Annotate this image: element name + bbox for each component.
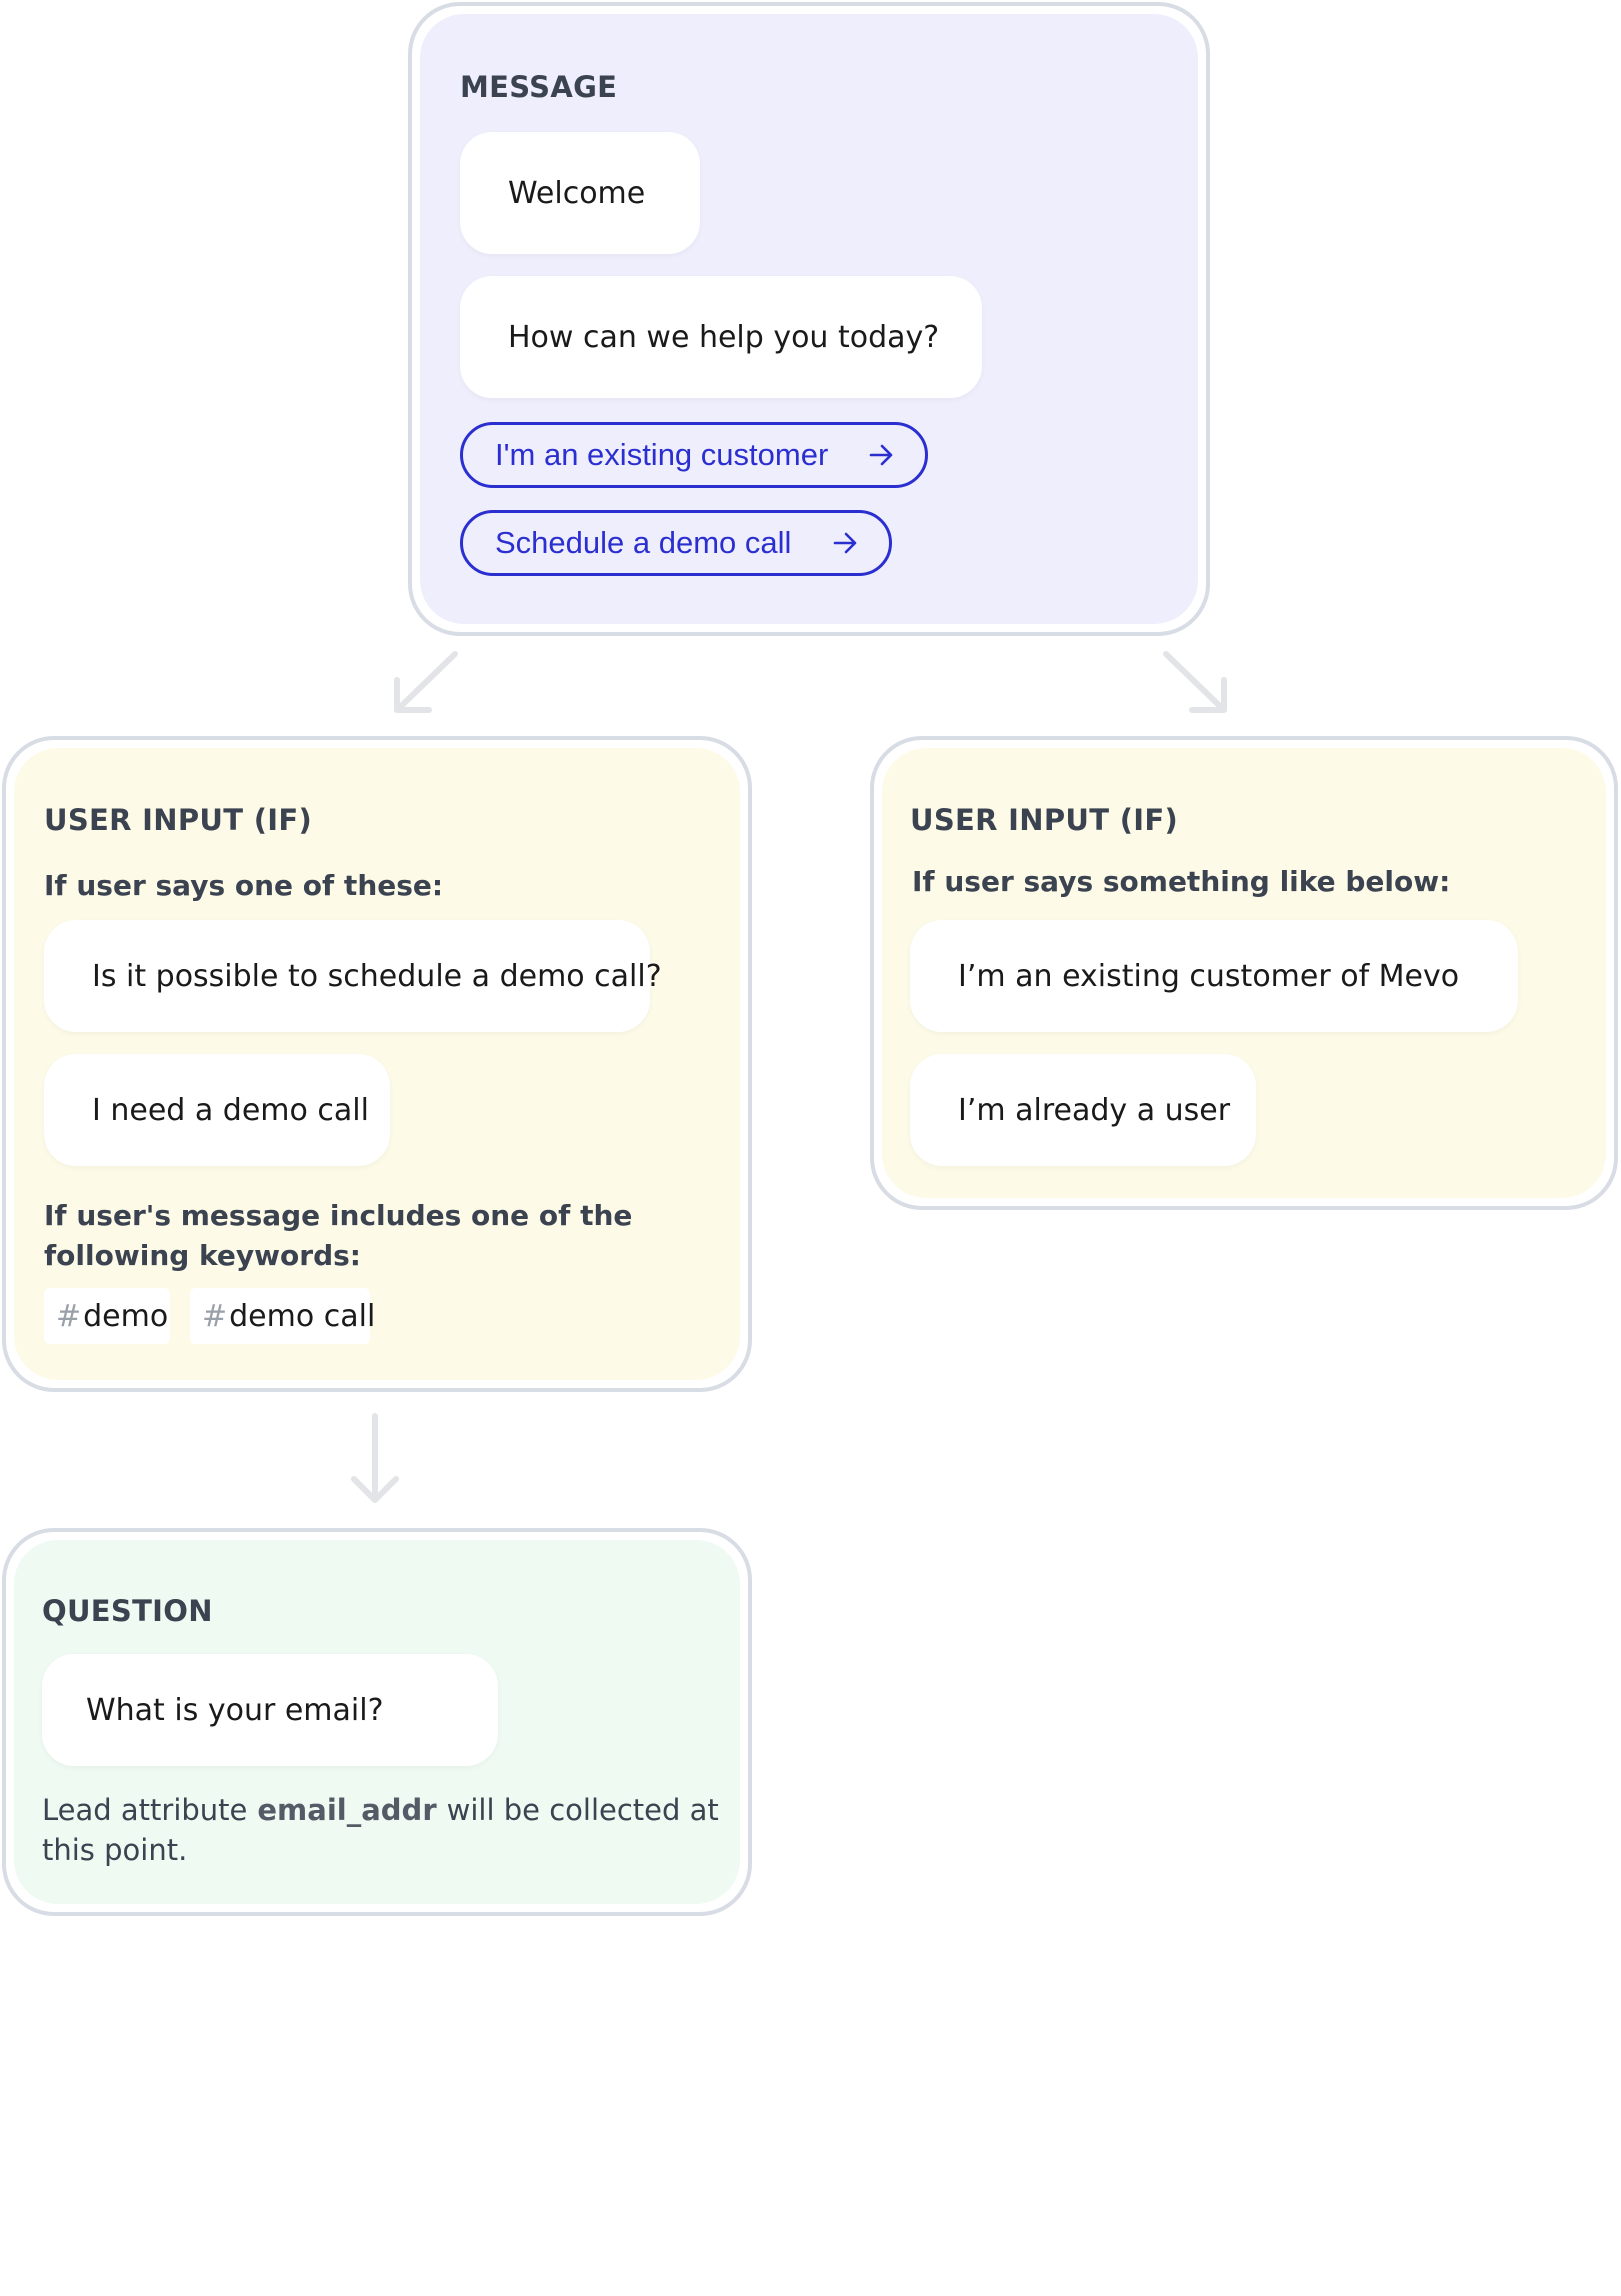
phrase-bubble: I need a demo call bbox=[44, 1054, 390, 1166]
hash-icon: # bbox=[202, 1298, 228, 1334]
message-node[interactable]: MESSAGE Welcome How can we help you toda… bbox=[408, 2, 1210, 636]
arrow-down-left-icon bbox=[394, 651, 458, 713]
keywords-label: If user's message includes one of the fo… bbox=[44, 1199, 633, 1272]
keyword-text: demo call bbox=[229, 1298, 376, 1334]
quick-reply-label: I'm an existing customer bbox=[495, 437, 829, 472]
message-node-body: MESSAGE Welcome How can we help you toda… bbox=[420, 14, 1198, 624]
user-input-right-title: USER INPUT (IF) bbox=[910, 803, 1179, 837]
says-label: If user says one of these: bbox=[44, 869, 444, 902]
hash-icon: # bbox=[56, 1298, 82, 1334]
quick-reply-label: Schedule a demo call bbox=[495, 525, 792, 560]
lead-suffix: will be collected at this point. bbox=[42, 1793, 719, 1867]
keyword-tag-demo-call: # demo call bbox=[190, 1288, 375, 1344]
arrow-right-icon bbox=[833, 532, 857, 554]
question-node[interactable]: QUESTION What is your email? Lead attrib… bbox=[2, 1528, 752, 1916]
arrow-down-right-icon bbox=[1163, 651, 1227, 713]
user-input-node-left[interactable]: USER INPUT (IF) If user says one of thes… bbox=[2, 736, 752, 1392]
message-bubble-help: How can we help you today? bbox=[460, 276, 982, 398]
quick-reply-schedule-demo[interactable]: Schedule a demo call bbox=[460, 510, 892, 576]
question-title: QUESTION bbox=[42, 1594, 213, 1628]
user-input-node-right-body: USER INPUT (IF) If user says something l… bbox=[882, 748, 1606, 1198]
keyword-tag-demo: # demo bbox=[44, 1288, 170, 1344]
question-bubble: What is your email? bbox=[42, 1654, 498, 1766]
user-input-node-left-body: USER INPUT (IF) If user says one of thes… bbox=[14, 748, 740, 1380]
phrase-bubble: I’m an existing customer of Mevo bbox=[910, 920, 1518, 1032]
phrase-bubble: I’m already a user bbox=[910, 1054, 1256, 1166]
user-input-left-title: USER INPUT (IF) bbox=[44, 803, 313, 837]
message-bubble-welcome: Welcome bbox=[460, 132, 700, 254]
lead-attribute-name: email_addr bbox=[257, 1793, 437, 1827]
quick-reply-existing-customer[interactable]: I'm an existing customer bbox=[460, 422, 928, 488]
lead-prefix: Lead attribute bbox=[42, 1793, 248, 1827]
says-label: If user says something like below: bbox=[912, 865, 1451, 898]
keyword-text: demo bbox=[83, 1298, 169, 1334]
arrow-right-icon bbox=[869, 444, 893, 466]
user-input-node-right[interactable]: USER INPUT (IF) If user says something l… bbox=[870, 736, 1618, 1210]
arrow-down-icon bbox=[351, 1413, 399, 1503]
message-node-title: MESSAGE bbox=[460, 70, 618, 104]
phrase-bubble: Is it possible to schedule a demo call? bbox=[44, 920, 662, 1032]
question-node-body: QUESTION What is your email? Lead attrib… bbox=[14, 1540, 740, 1904]
